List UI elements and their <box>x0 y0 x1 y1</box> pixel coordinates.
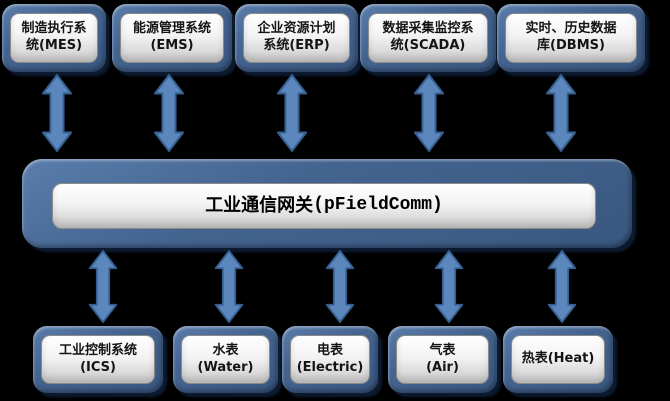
box-dbms: 实时、历史数据 库(DBMS) <box>497 4 645 72</box>
box-scada-panel: 数据采集监控系 统(SCADA) <box>368 13 488 63</box>
box-water-panel: 水表 (Water) <box>181 335 270 384</box>
double-arrow-icon <box>325 250 355 323</box>
box-mes-panel: 制造执行系 统(MES) <box>10 13 98 63</box>
box-ems: 能源管理系统 (EMS) <box>112 4 232 72</box>
box-ems-label-line2: (EMS) <box>150 38 194 53</box>
box-heat: 热表(Heat) <box>503 326 613 393</box>
double-arrow-icon <box>214 250 244 323</box>
box-ics-panel: 工业控制系统 (ICS) <box>41 335 155 384</box>
box-ems-label-line1: 能源管理系统 <box>132 21 211 37</box>
box-electric-label-line2: (Electric) <box>296 359 364 375</box>
gateway-label-en: (pFieldComm) <box>313 195 443 216</box>
box-heat-panel: 热表(Heat) <box>511 335 605 384</box>
box-erp-label-line1: 企业资源计划 <box>257 21 336 37</box>
gateway-bar: 工业通信网关(pFieldComm) <box>22 159 632 248</box>
box-scada-label-line1: 数据采集监控系 <box>382 21 474 37</box>
box-dbms-label-line1: 实时、历史数据 <box>525 21 617 37</box>
box-dbms-label-line2: 库(DBMS) <box>537 38 605 53</box>
box-dbms-panel: 实时、历史数据 库(DBMS) <box>505 13 637 63</box>
box-scada: 数据采集监控系 统(SCADA) <box>360 4 496 72</box>
gateway-panel: 工业通信网关(pFieldComm) <box>52 183 596 229</box>
box-erp: 企业资源计划 系统(ERP) <box>235 4 358 72</box>
box-erp-panel: 企业资源计划 系统(ERP) <box>243 13 350 63</box>
double-arrow-icon <box>88 250 118 323</box>
box-ics-label-line2: (ICS) <box>80 359 116 375</box>
box-ics: 工业控制系统 (ICS) <box>33 326 163 393</box>
box-ems-panel: 能源管理系统 (EMS) <box>120 13 224 63</box>
box-water-label-line1: 水表 <box>212 342 239 358</box>
double-arrow-icon <box>413 74 445 152</box>
box-air-panel: 气表 (Air) <box>396 335 489 384</box>
box-air: 气表 (Air) <box>388 326 497 393</box>
box-electric: 电表 (Electric) <box>282 326 378 393</box>
box-ics-label-line1: 工业控制系统 <box>58 342 137 358</box>
box-scada-label-line2: 统(SCADA) <box>390 38 466 53</box>
box-erp-label-line2: 系统(ERP) <box>263 38 330 53</box>
box-mes-label-line2: 统(MES) <box>25 38 83 53</box>
double-arrow-icon <box>547 250 577 323</box>
box-mes: 制造执行系 统(MES) <box>2 4 106 72</box>
gateway-label-cn: 工业通信网关 <box>205 195 314 217</box>
double-arrow-icon <box>41 74 73 152</box>
box-water-label-line2: (Water) <box>197 359 254 375</box>
box-electric-panel: 电表 (Electric) <box>290 335 370 384</box>
box-mes-label-line1: 制造执行系 <box>21 21 87 37</box>
box-air-label-line1: 气表 <box>429 342 456 358</box>
double-arrow-icon <box>545 74 577 152</box>
double-arrow-icon <box>276 74 308 152</box>
box-electric-label-line1: 电表 <box>316 342 343 358</box>
box-air-label-line2: (Air) <box>426 359 459 375</box>
box-water: 水表 (Water) <box>173 326 278 393</box>
box-heat-label-line1: 热表(Heat) <box>521 351 595 367</box>
double-arrow-icon <box>153 74 185 152</box>
double-arrow-icon <box>434 250 464 323</box>
